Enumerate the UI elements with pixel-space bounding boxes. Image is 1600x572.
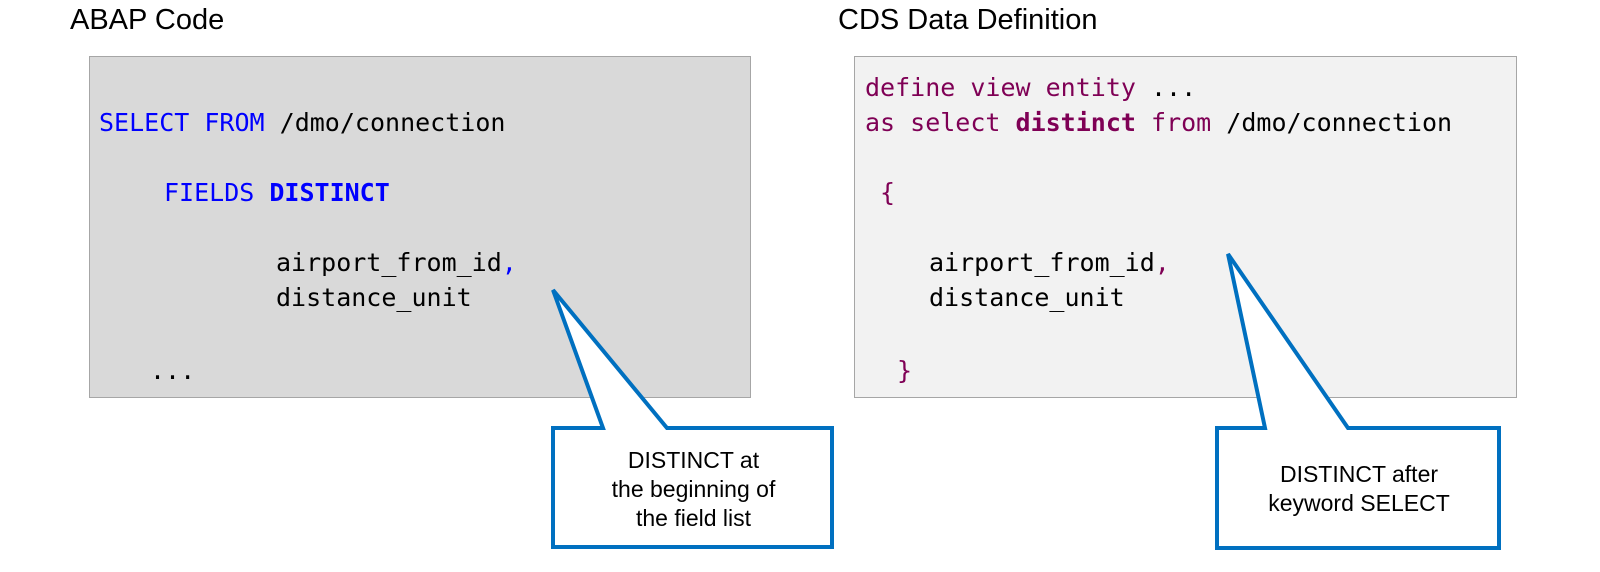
cds-field-airport-line: airport_from_id, bbox=[929, 248, 1170, 278]
cds-callout-line-2: keyword SELECT bbox=[1268, 490, 1450, 516]
abap-callout-line-2: the beginning of bbox=[611, 476, 776, 502]
cds-field-distance-unit: distance_unit bbox=[929, 283, 1125, 312]
abap-callout-line-3: the field list bbox=[635, 505, 752, 531]
cds-from-keyword: from bbox=[1151, 108, 1212, 137]
abap-field-airport-from-id: airport_from_id bbox=[276, 248, 502, 277]
cds-field-airport-from-id: airport_from_id bbox=[929, 248, 1155, 277]
cds-comma: , bbox=[1154, 248, 1170, 277]
abap-distinct-keyword: DISTINCT bbox=[269, 178, 390, 207]
cds-callout-shape bbox=[1215, 252, 1501, 550]
abap-from-keyword: FROM bbox=[204, 108, 265, 137]
abap-ellipsis: ... bbox=[150, 356, 196, 385]
abap-callout-shape bbox=[551, 288, 834, 549]
cds-as-select-keyword: as select bbox=[865, 108, 1001, 137]
cds-callout-text: DISTINCT after keyword SELECT bbox=[1219, 460, 1499, 518]
cds-define-line: define view entity ... bbox=[865, 73, 1196, 103]
abap-select-keyword: SELECT bbox=[99, 108, 190, 137]
abap-comma: , bbox=[501, 248, 517, 277]
abap-field-airport-line: airport_from_id, bbox=[276, 248, 517, 278]
cds-callout-line-1: DISTINCT after bbox=[1279, 461, 1439, 487]
cds-select-line: as select distinct from /dmo/connection bbox=[865, 108, 1452, 138]
abap-fields-line: FIELDS DISTINCT bbox=[164, 178, 390, 208]
abap-select-line: SELECT FROM /dmo/connection bbox=[99, 108, 505, 138]
abap-code-panel: SELECT FROM /dmo/connection FIELDS DISTI… bbox=[89, 56, 751, 398]
abap-callout-text: DISTINCT at the beginning of the field l… bbox=[555, 446, 832, 533]
abap-table-name: /dmo/connection bbox=[279, 108, 506, 137]
cds-define-keyword: define view entity bbox=[865, 73, 1136, 102]
cds-define-ellipsis: ... bbox=[1151, 73, 1197, 102]
abap-callout-line-1: DISTINCT at bbox=[627, 447, 760, 473]
cds-distinct-keyword: distinct bbox=[1015, 108, 1136, 137]
abap-fields-keyword: FIELDS bbox=[164, 178, 255, 207]
cds-data-definition-heading: CDS Data Definition bbox=[838, 4, 1098, 36]
cds-open-brace: { bbox=[880, 178, 896, 207]
abap-field-distance-unit: distance_unit bbox=[276, 283, 472, 312]
cds-close-brace: } bbox=[897, 356, 913, 385]
abap-code-heading: ABAP Code bbox=[70, 4, 225, 36]
cds-table-name: /dmo/connection bbox=[1226, 108, 1453, 137]
cds-code-panel: define view entity ... as select distinc… bbox=[854, 56, 1517, 398]
